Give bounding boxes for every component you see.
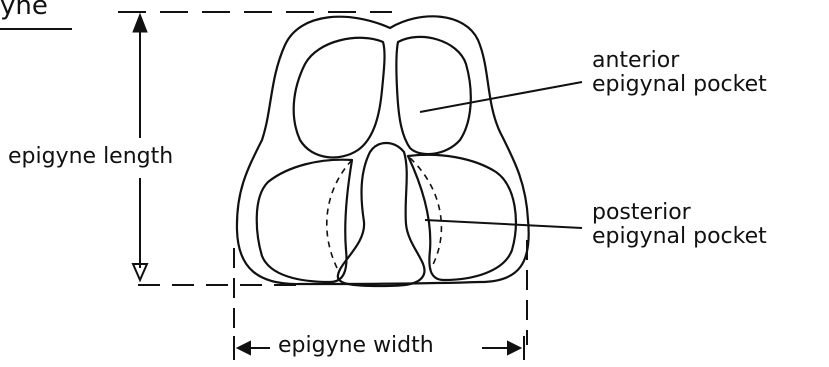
epigyne-length-label: epigyne length [8,145,173,169]
posterior-right-pocket [408,155,516,280]
epigyne-outer-outline [237,16,529,284]
anterior-right-pocket [396,37,470,154]
posterior-leader-line [425,220,582,228]
epigyne-width-text: epigyne width [278,333,434,358]
epigyne-width-label: epigyne width [248,334,434,358]
posterior-label-line1: posterior [592,201,767,225]
anterior-label-line2: epigynal pocket [592,73,767,97]
title-underline [0,28,72,30]
posterior-label-line2: epigynal pocket [592,225,767,249]
length-arrowhead-top [133,14,147,32]
anterior-pocket-label: anterior epigynal pocket [592,49,767,97]
dashed-curve-left [327,160,352,270]
anterior-leader-line [420,82,582,112]
posterior-pocket-label: posterior epigynal pocket [592,201,767,249]
posterior-left-pocket [257,160,352,282]
anterior-label-line1: anterior [592,49,767,73]
figure-title: yne [0,0,48,18]
width-arrowhead-right [508,342,520,354]
dashed-curve-right [410,158,441,270]
anterior-left-pocket [294,38,385,158]
